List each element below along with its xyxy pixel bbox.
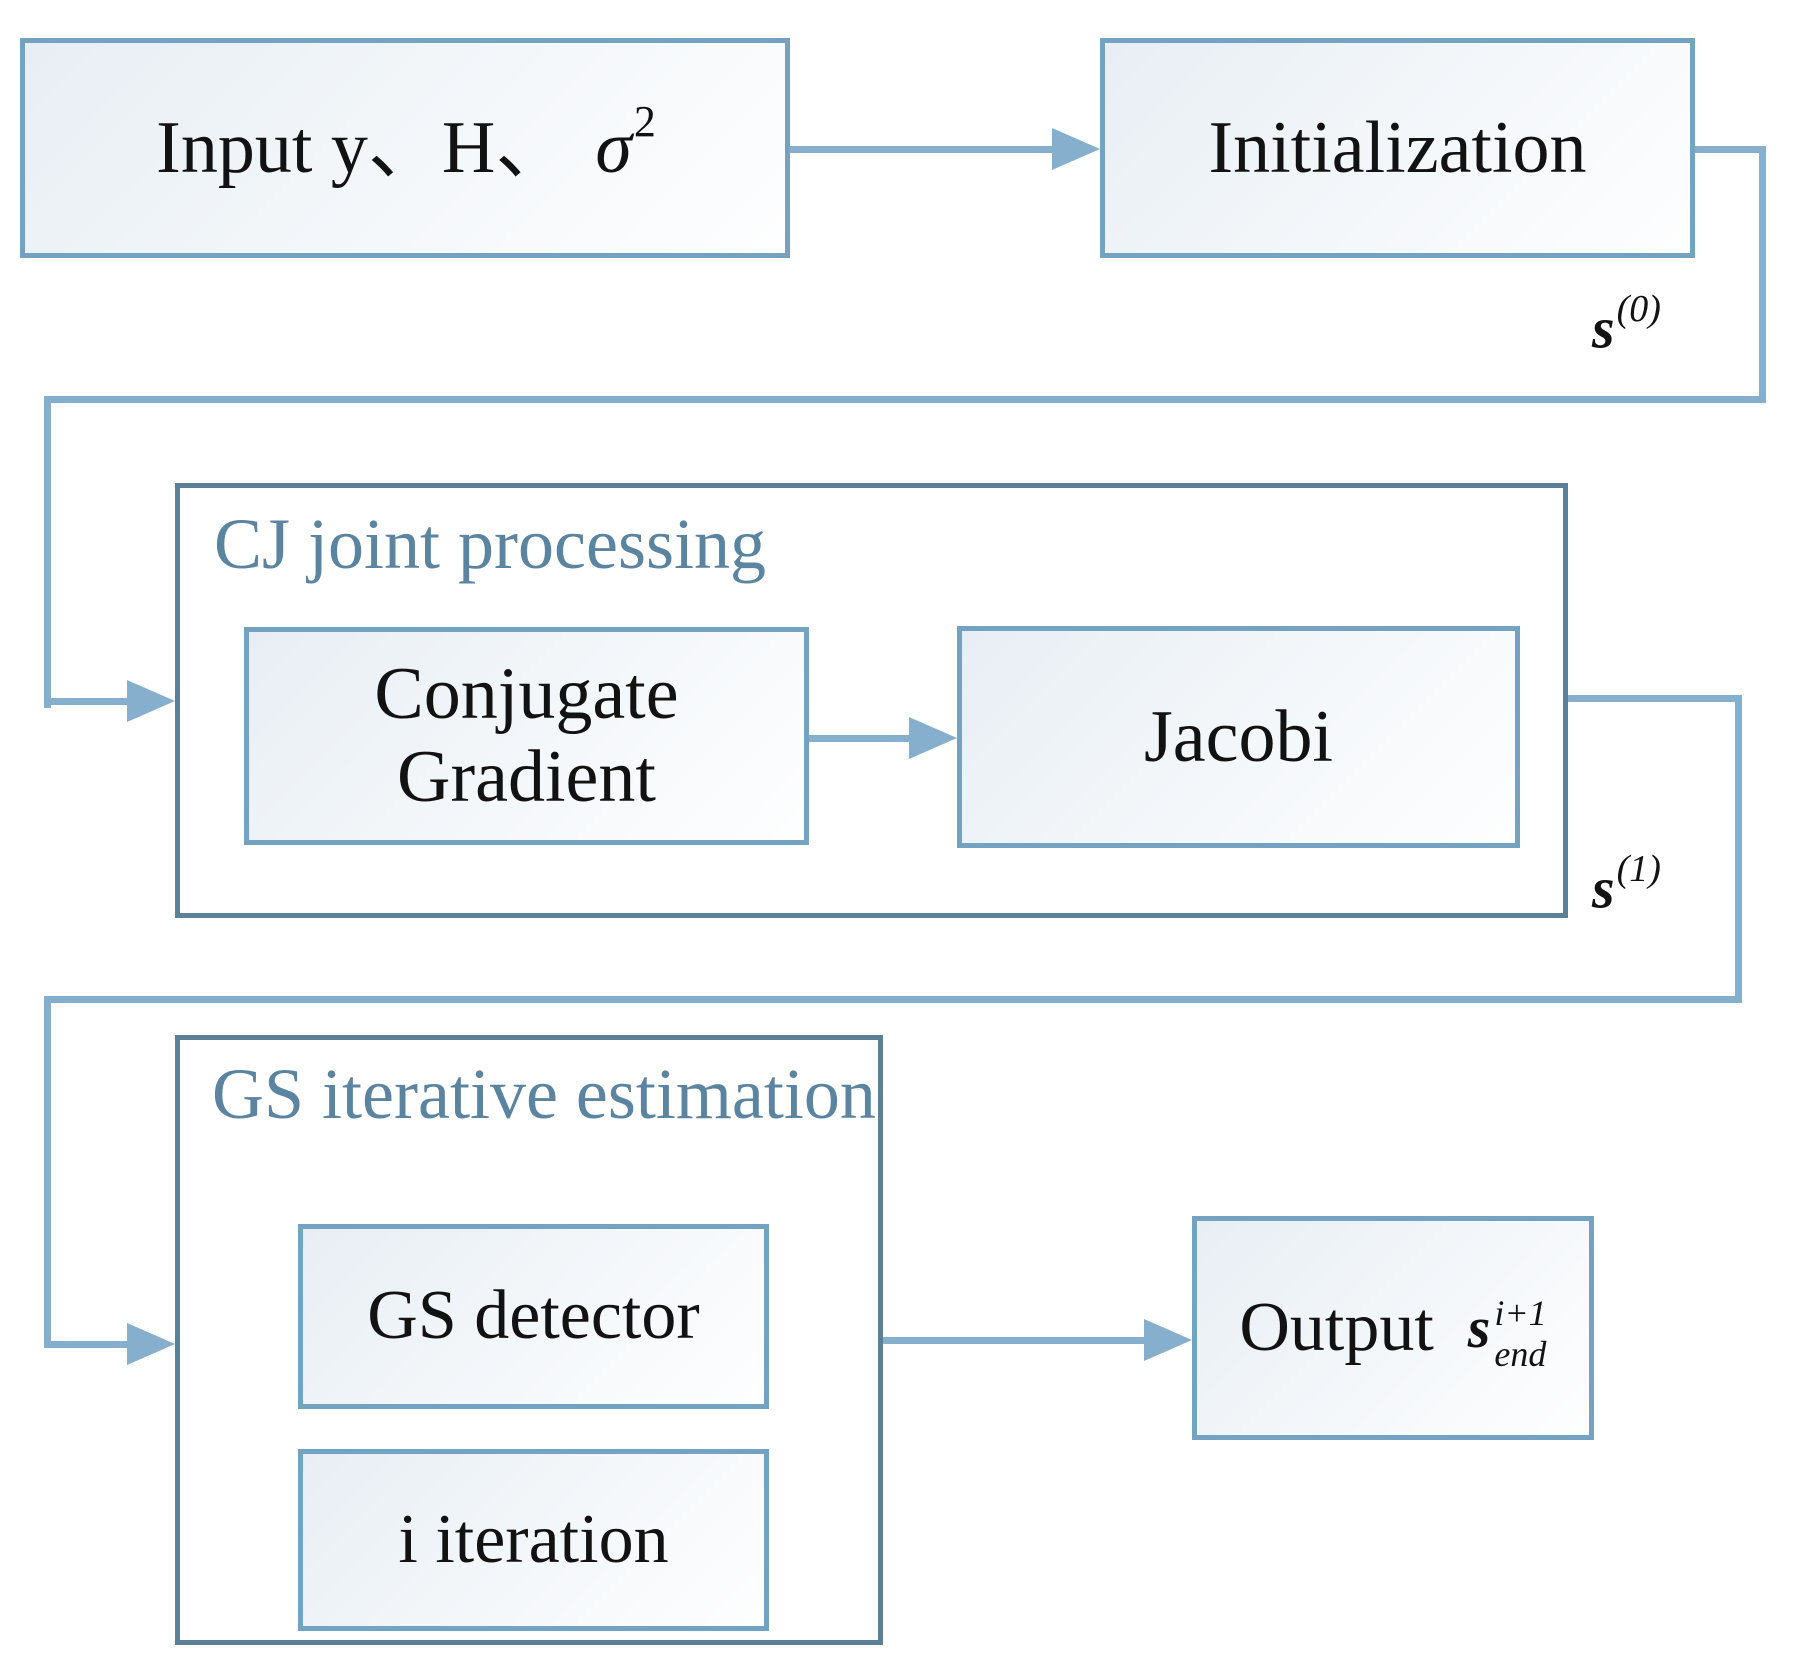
connector-s0-horizontal <box>44 396 1766 403</box>
arrow-gs-to-output-line <box>883 1337 1146 1344</box>
connector-s1-stub <box>1568 695 1742 702</box>
jacobi-node: Jacobi <box>957 626 1520 848</box>
s1-label: s(1) <box>1592 848 1661 921</box>
initialization-node: Initialization <box>1100 38 1695 258</box>
arrow-into-cj-head <box>127 680 175 722</box>
conjugate-gradient-node: Conjugate Gradient <box>244 627 809 845</box>
arrow-into-cj-line <box>44 698 130 705</box>
cj-container <box>175 483 1568 918</box>
arrow-cg-to-jacobi-line <box>809 735 911 742</box>
cj-container-label: CJ joint processing <box>214 504 766 584</box>
connector-s1-horizontal <box>44 996 1742 1003</box>
arrow-input-to-initialization-head <box>1052 128 1100 170</box>
gs-detector-node: GS detector <box>298 1224 769 1409</box>
connector-s0-down-right <box>1759 146 1766 403</box>
sigma-exponent: 2 <box>633 97 656 147</box>
connector-s0-stub <box>1695 146 1766 153</box>
gs-detector-label: GS detector <box>367 1277 700 1355</box>
i-iteration-node: i iteration <box>298 1449 769 1631</box>
connector-s0-down-left <box>44 396 51 708</box>
arrow-input-to-initialization-line <box>790 146 1056 153</box>
gs-container <box>175 1035 883 1645</box>
conjugate-gradient-label: Conjugate Gradient <box>374 653 679 818</box>
arrow-gs-to-output-head <box>1144 1319 1192 1361</box>
initialization-label: Initialization <box>1208 106 1587 189</box>
arrow-into-gs-head <box>127 1323 175 1365</box>
connector-s1-down-left <box>44 996 51 1347</box>
connector-s1-down-right <box>1735 695 1742 1002</box>
arrow-into-gs-line <box>44 1341 130 1348</box>
sigma-symbol: σ <box>595 106 632 189</box>
gs-container-label: GS iterative estimation <box>212 1054 876 1134</box>
i-iteration-label: i iteration <box>398 1500 669 1578</box>
output-label: Output <box>1239 1288 1434 1366</box>
jacobi-label: Jacobi <box>1143 695 1334 778</box>
input-label: Input y、H、 <box>156 106 570 189</box>
arrow-cg-to-jacobi-head <box>909 717 957 759</box>
s0-label: s(0) <box>1592 288 1661 361</box>
